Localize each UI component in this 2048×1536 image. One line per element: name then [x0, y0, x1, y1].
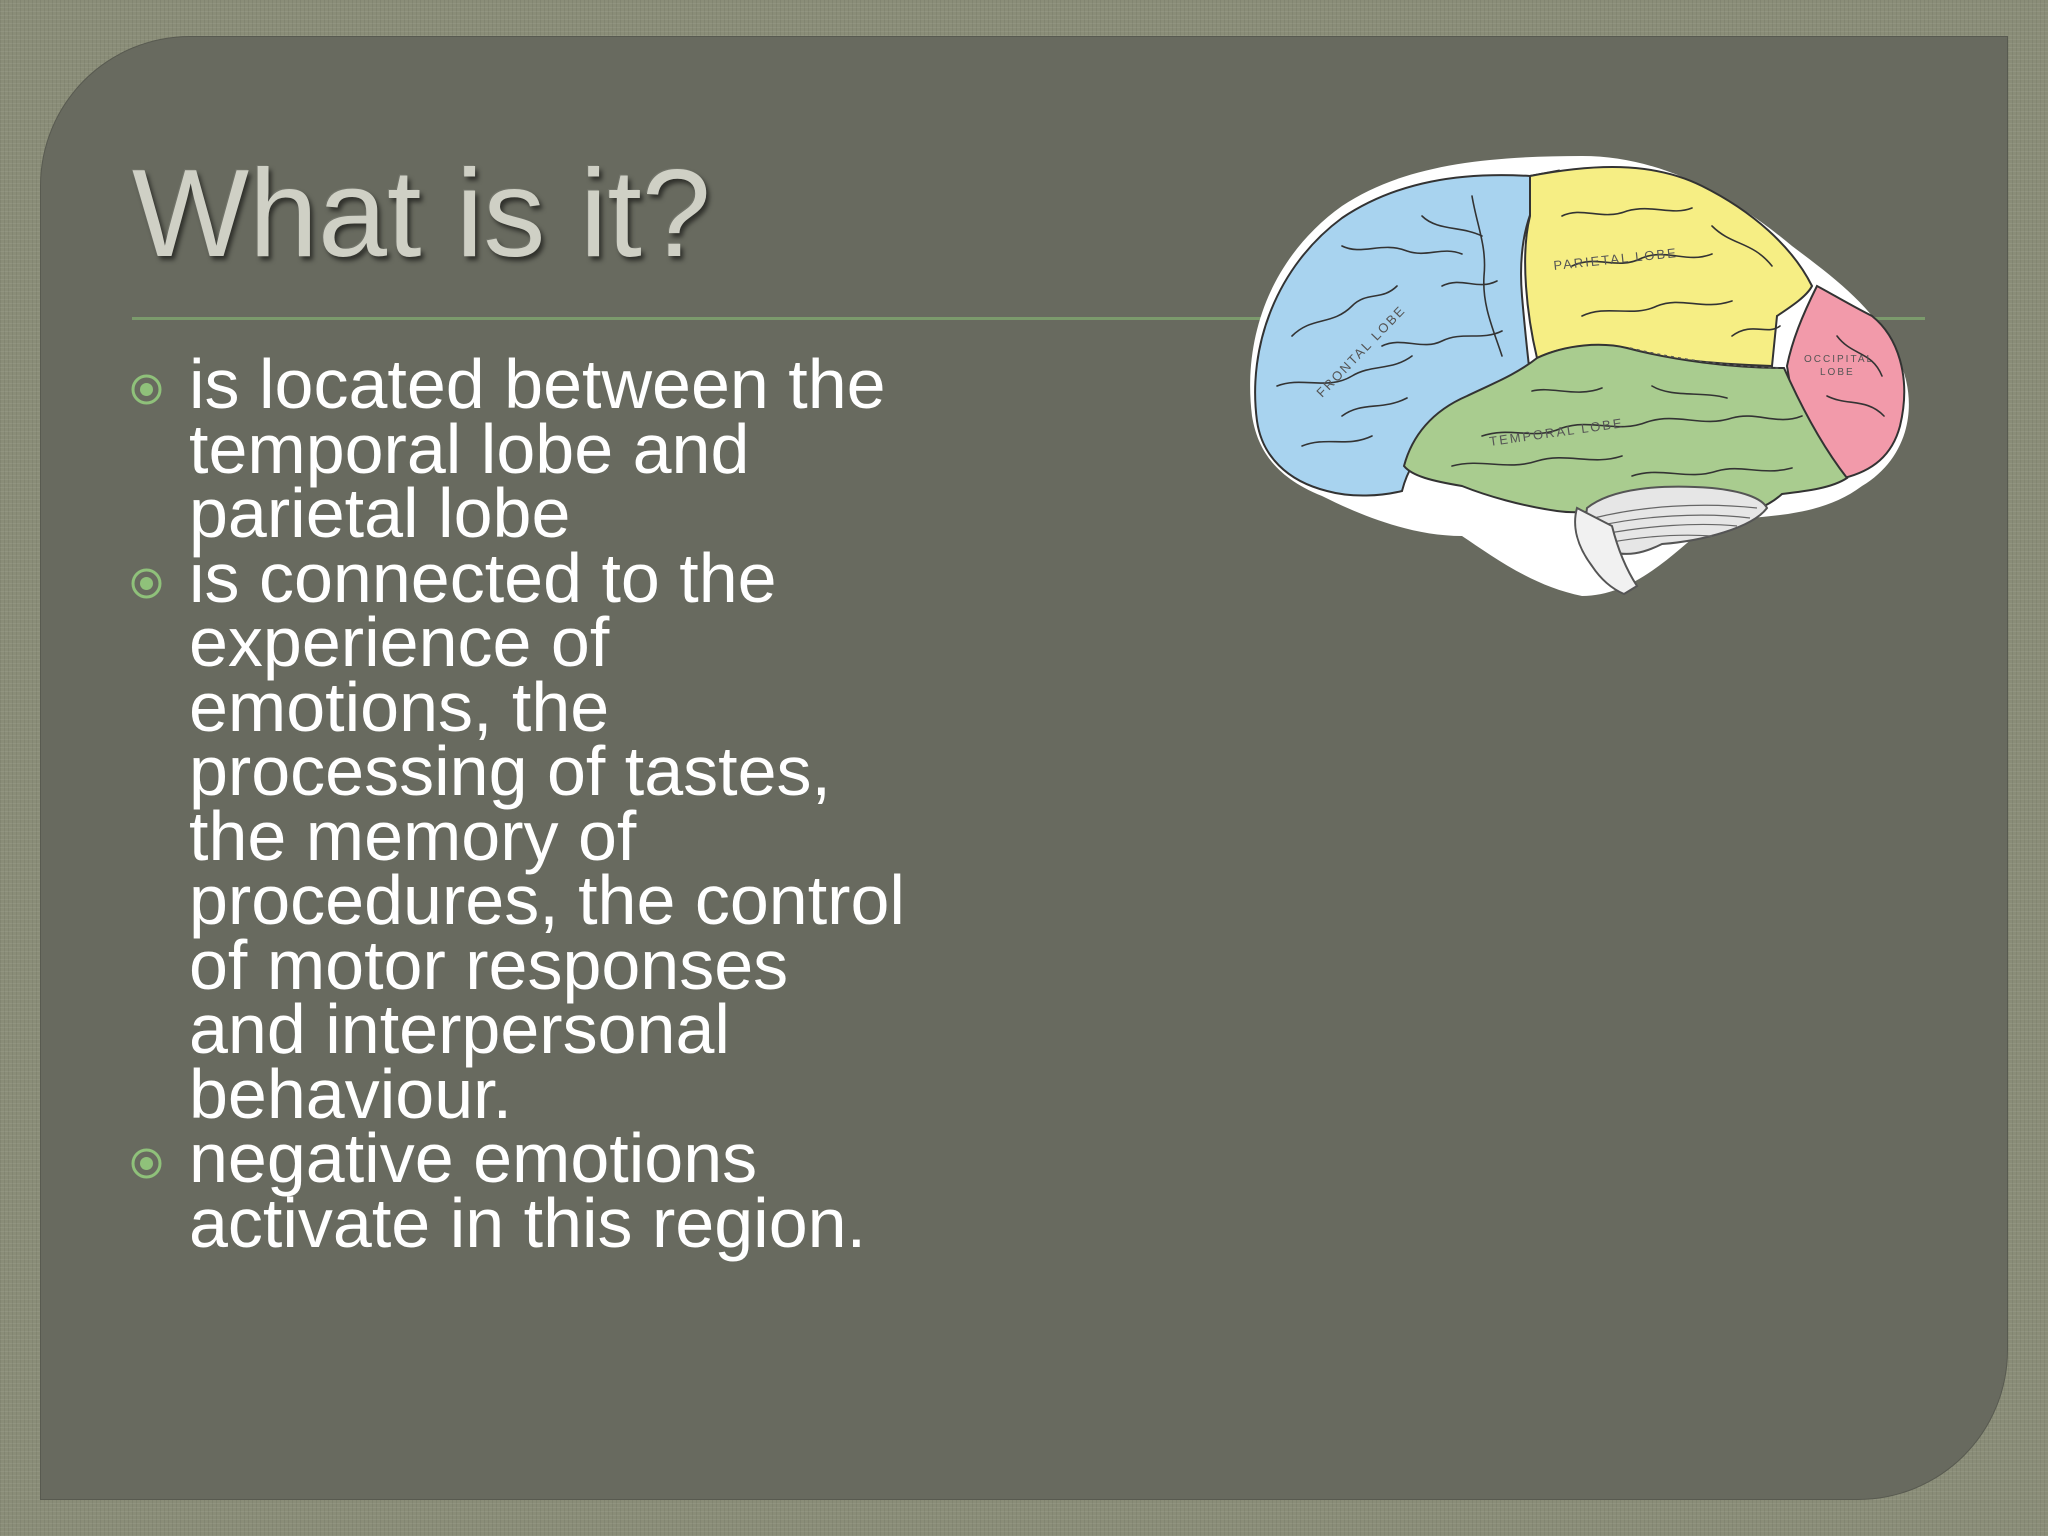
bullet-line: parietal lobe: [189, 474, 571, 552]
bullet-item-location: is located between the temporal lobe and…: [130, 345, 1010, 552]
target-circle-icon: [131, 568, 162, 598]
bullet-line: and interpersonal: [189, 990, 730, 1068]
bullet-list: is located between the temporal lobe and…: [130, 345, 1010, 1262]
brain-stem: [1574, 506, 1639, 596]
bullet-line: activate in this region.: [189, 1183, 867, 1262]
bullet-line: negative emotions: [189, 1119, 758, 1197]
title-divider: [132, 317, 1925, 320]
bullet-line: emotions, the: [189, 667, 610, 746]
bullet-line: of motor responses: [189, 925, 789, 1004]
bullet-line: is located between the: [189, 345, 886, 423]
bullet-line: behaviour.: [189, 1054, 513, 1133]
bullet-line: is connected to the: [189, 538, 777, 617]
slide-title: What is it?: [132, 145, 711, 283]
bullet-item-emotions: negative emotions activate in this regio…: [130, 1119, 1010, 1262]
bullet-line: temporal lobe and: [189, 409, 750, 488]
occipital-lobe-label-line1: OCCIPITAL: [1804, 354, 1874, 365]
frontal-lobe: [1254, 169, 1560, 497]
occipital-lobe: [1785, 284, 1906, 480]
target-circle-icon: [131, 1148, 162, 1179]
bullet-line: the memory of: [189, 796, 637, 875]
bullet-line: experience of: [189, 603, 610, 681]
brain-lobes-illustration: FRONTAL LOBE PARIETAL LOBE TEMPORAL LOBE…: [1250, 156, 1909, 596]
target-circle-icon: [131, 374, 162, 405]
bullet-line: processing of tastes,: [189, 732, 831, 810]
occipital-lobe-label-line2: LOBE: [1820, 367, 1855, 378]
bullet-line: procedures, the control: [189, 861, 905, 939]
bullet-item-functions: is connected to the experience of emotio…: [130, 538, 1010, 1133]
parietal-lobe: [1524, 166, 1814, 368]
